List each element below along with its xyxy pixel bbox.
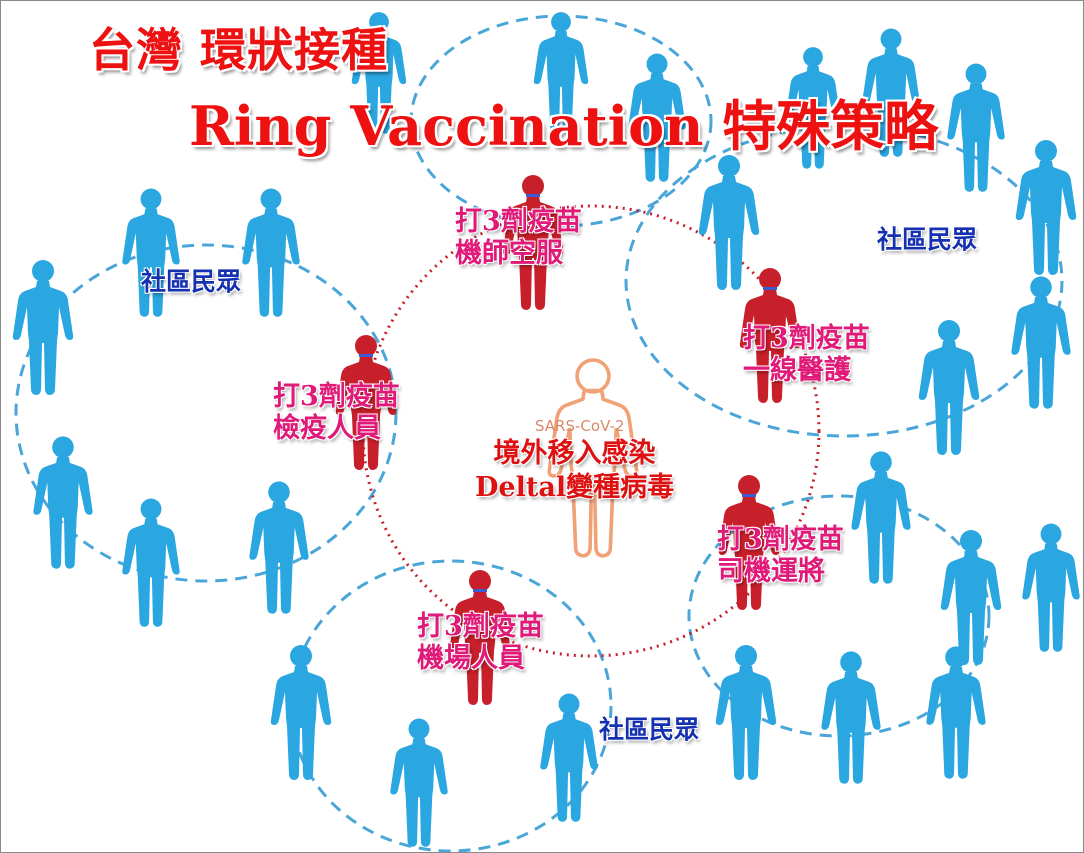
community-figure bbox=[918, 320, 980, 455]
worker-label-medical: 打3劑疫苗 一線醫護 bbox=[743, 323, 870, 388]
worker-role: 檢疫人員 bbox=[273, 413, 381, 445]
community-figure bbox=[940, 530, 1002, 665]
virus-label: SARS-CoV-2 bbox=[535, 417, 625, 435]
community-figure bbox=[33, 436, 93, 569]
community-figure bbox=[1022, 523, 1080, 652]
community-ring-right bbox=[624, 124, 1064, 438]
community-ring-bottom-right bbox=[687, 494, 991, 738]
community-figure bbox=[242, 188, 300, 317]
mask-bands bbox=[359, 194, 777, 592]
community-label-right: 社區民眾 bbox=[877, 225, 978, 254]
title-line-1: 台灣 環狀接種 bbox=[89, 23, 389, 77]
center-line-2: Deltal變種病毒 bbox=[475, 471, 675, 503]
worker-dose: 打3劑疫苗 bbox=[417, 611, 544, 642]
community-figure bbox=[715, 645, 777, 780]
worker-dose: 打3劑疫苗 bbox=[455, 206, 582, 237]
community-figure bbox=[926, 646, 986, 779]
worker-role: 機場人員 bbox=[417, 643, 525, 675]
community-label-bottom: 社區民眾 bbox=[599, 715, 700, 744]
worker-role: 一線醫護 bbox=[743, 355, 851, 387]
worker-label-airport: 打3劑疫苗 機場人員 bbox=[417, 611, 544, 676]
worker-dose: 打3劑疫苗 bbox=[273, 381, 400, 412]
community-label-left: 社區民眾 bbox=[141, 267, 242, 296]
community-figure bbox=[1011, 276, 1071, 409]
community-figure bbox=[249, 481, 309, 614]
title-line-2: Ring Vaccination 特殊策略 bbox=[189, 94, 939, 158]
worker-dose: 打3劑疫苗 bbox=[743, 323, 870, 354]
worker-label-drivers: 打3劑疫苗 司機運將 bbox=[717, 524, 844, 589]
worker-role: 司機運將 bbox=[717, 556, 825, 588]
community-figure bbox=[698, 155, 760, 290]
worker-label-pilots: 打3劑疫苗 機師空服 bbox=[455, 206, 582, 271]
community-figure bbox=[122, 188, 180, 317]
center-line-1: 境外移入感染 bbox=[493, 438, 656, 469]
community-figure bbox=[947, 63, 1005, 192]
community-figure bbox=[851, 451, 911, 584]
center-text: 境外移入感染 Deltal變種病毒 bbox=[475, 437, 674, 505]
worker-role: 機師空服 bbox=[455, 238, 563, 270]
worker-dose: 打3劑疫苗 bbox=[717, 524, 844, 555]
community-figure bbox=[390, 718, 448, 847]
community-figure bbox=[1015, 140, 1077, 275]
worker-label-quarantine: 打3劑疫苗 檢疫人員 bbox=[273, 381, 400, 446]
community-figure bbox=[122, 498, 180, 627]
community-figure bbox=[821, 651, 881, 784]
community-ring-bottom bbox=[289, 559, 613, 852]
vaccinated-ring bbox=[361, 204, 821, 658]
